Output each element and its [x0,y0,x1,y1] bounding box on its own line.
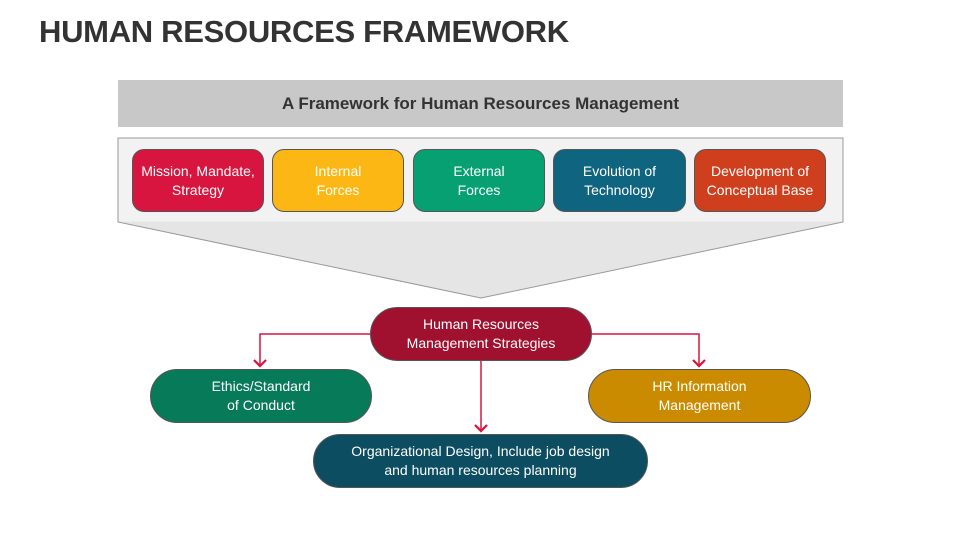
connector-left [253,333,372,368]
factor-label: Evolution of [582,162,657,179]
factor-label: External [453,162,505,179]
node-label: Management Strategies [406,335,556,351]
node-label: and human resources planning [384,462,577,478]
factor-label: Strategy [171,181,225,198]
factor-evolution-of-technology: Evolution of Technology [553,149,686,212]
factor-label: Internal [314,162,362,179]
framework-header: A Framework for Human Resources Manageme… [118,80,843,127]
factor-label: Technology [584,181,655,198]
factor-development-of-conceptual-base: Development of Conceptual Base [694,149,826,212]
node-label: Management [658,397,741,413]
factor-label: Forces [316,181,360,198]
node-label: HR Information [652,378,747,394]
node-label: of Conduct [227,397,295,413]
organizational-design-node: Organizational Design, Include job desig… [313,434,648,488]
factor-label: Forces [457,181,501,198]
factor-label: Conceptual Base [706,181,814,198]
connector-right [590,333,706,368]
factor-label: Development of [710,162,810,179]
node-label: Human Resources [423,316,539,332]
node-label: Ethics/Standard [211,378,311,394]
ethics-standard-node: Ethics/Standard of Conduct [150,369,372,423]
factor-mission-mandate-strategy: Mission, Mandate, Strategy [132,149,264,212]
node-label: Organizational Design, Include job desig… [351,443,610,459]
factor-label: Mission, Mandate, [141,162,255,179]
slide-title: HUMAN RESOURCES FRAMEWORK [39,14,569,49]
